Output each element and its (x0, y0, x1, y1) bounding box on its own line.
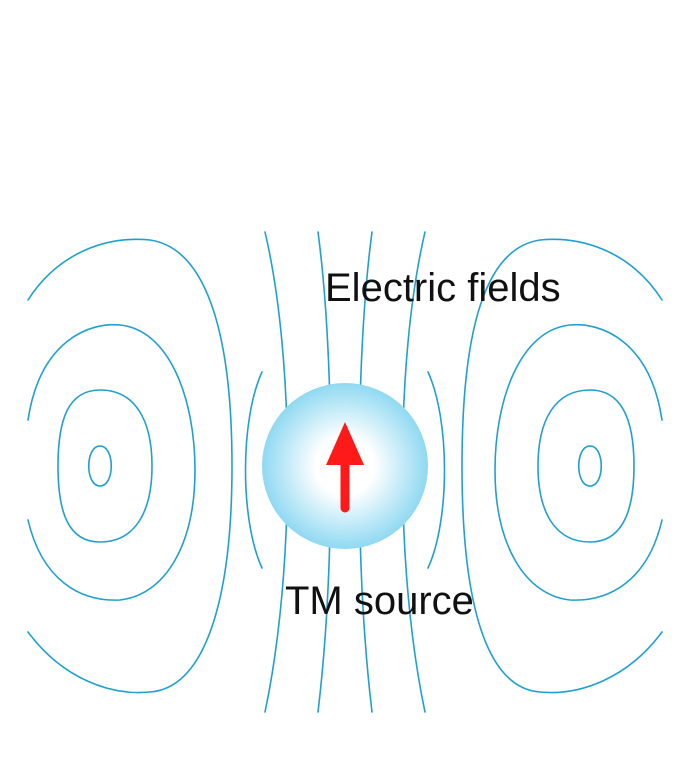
right-loop-3 (494, 323, 663, 601)
left-loop-4 (27, 238, 233, 694)
left-field-loops (27, 238, 233, 694)
right-loop-1 (578, 445, 602, 487)
electric-fields-label: Electric fields (325, 266, 561, 310)
inner-left-arc (244, 371, 263, 569)
left-loop-3 (27, 323, 196, 601)
left-loop-1 (88, 445, 112, 487)
up-arrow-icon (326, 422, 364, 513)
right-loop-2 (537, 389, 635, 543)
right-loop-4 (461, 238, 663, 694)
tm-source-label: TM source (285, 579, 474, 623)
right-field-loops (461, 238, 663, 694)
left-loop-2 (57, 389, 153, 543)
inner-right-arc (427, 371, 446, 569)
